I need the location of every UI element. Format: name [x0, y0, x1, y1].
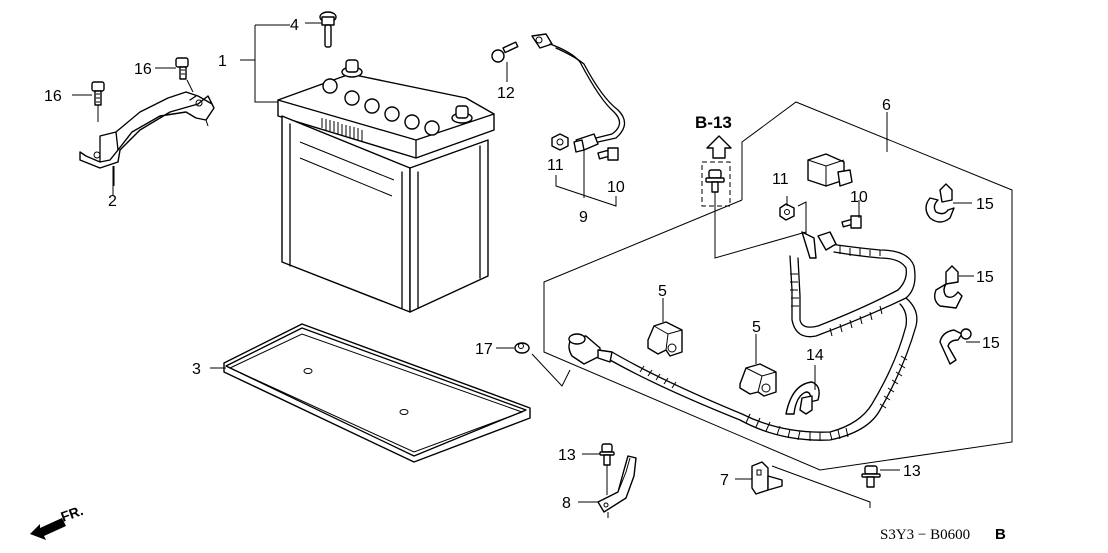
callout-3: 3: [192, 361, 201, 378]
bolt-10-upper[interactable]: [597, 147, 619, 161]
harness-clip-15-bottom[interactable]: [939, 328, 972, 365]
harness-clip-15-top[interactable]: [925, 183, 955, 223]
diagram-code: S3Y3 − B0600: [880, 527, 970, 543]
front-arrow-icon: [30, 518, 66, 540]
callout-11-lower: 11: [772, 171, 789, 188]
reference-label[interactable]: B-13: [695, 113, 732, 132]
callout-13-right: 13: [903, 463, 921, 480]
clip-14[interactable]: [785, 381, 820, 415]
harness-clip-15-middle[interactable]: [933, 265, 963, 309]
callout-4: 4: [290, 17, 299, 34]
callout-8: 8: [562, 495, 571, 512]
nut-11-lower[interactable]: [779, 203, 795, 221]
callout-15-bottom: 15: [982, 335, 1000, 352]
battery[interactable]: [277, 59, 495, 313]
callout-15-middle: 15: [976, 269, 994, 286]
callout-17: 17: [475, 341, 493, 358]
battery-tray[interactable]: [223, 323, 531, 463]
vent-plug-4[interactable]: [319, 11, 337, 48]
cable-clamp-5-lower[interactable]: [739, 363, 777, 397]
bolt-13-right[interactable]: [861, 465, 881, 488]
cable-clamp-5-upper[interactable]: [647, 321, 683, 357]
callout-14: 14: [806, 347, 824, 364]
callout-15-top: 15: [976, 196, 994, 213]
bolt-10-lower[interactable]: [841, 215, 862, 229]
reference-b13[interactable]: [706, 135, 732, 159]
bolt-13-left[interactable]: [599, 443, 615, 495]
callout-10-upper: 10: [607, 179, 625, 196]
battery-terminal-negative[interactable]: [341, 59, 363, 78]
battery-terminal-positive[interactable]: [451, 105, 473, 124]
diagram-code-suffix: B: [995, 526, 1006, 543]
bolt-16-left[interactable]: [91, 81, 105, 122]
front-label: FR.: [59, 502, 86, 525]
bracket-8[interactable]: [597, 455, 637, 518]
nut-11-upper[interactable]: [551, 133, 569, 151]
callout-11-upper: 11: [547, 157, 564, 174]
callout-5-lower: 5: [752, 319, 761, 336]
callout-10-lower: 10: [850, 189, 868, 206]
front-direction-indicator: FR.: [30, 502, 85, 540]
hold-down-bracket[interactable]: [79, 91, 215, 196]
reference-box: [701, 161, 731, 207]
bolt-b13: [705, 169, 725, 193]
callout-9: 9: [579, 209, 588, 226]
assembly-outline-6: [543, 101, 1013, 471]
callout-2: 2: [108, 193, 117, 210]
callout-12: 12: [497, 85, 515, 102]
callout-13-left: 13: [558, 447, 576, 464]
relay-connector[interactable]: [807, 153, 853, 187]
bracket-7[interactable]: [751, 461, 783, 495]
callout-16-left: 16: [44, 88, 62, 105]
callout-5-upper: 5: [658, 283, 667, 300]
bolt-12[interactable]: [491, 41, 519, 78]
callout-16-right: 16: [134, 61, 152, 78]
battery-cable-harness-6[interactable]: [568, 231, 918, 441]
callout-7: 7: [720, 472, 729, 489]
ground-cable-9[interactable]: [531, 33, 626, 198]
callout-6: 6: [882, 97, 891, 114]
callout-1: 1: [218, 53, 227, 70]
bolt-16-right[interactable]: [175, 57, 194, 93]
nut-17[interactable]: [514, 342, 530, 354]
battery-vent-caps: [322, 78, 440, 136]
